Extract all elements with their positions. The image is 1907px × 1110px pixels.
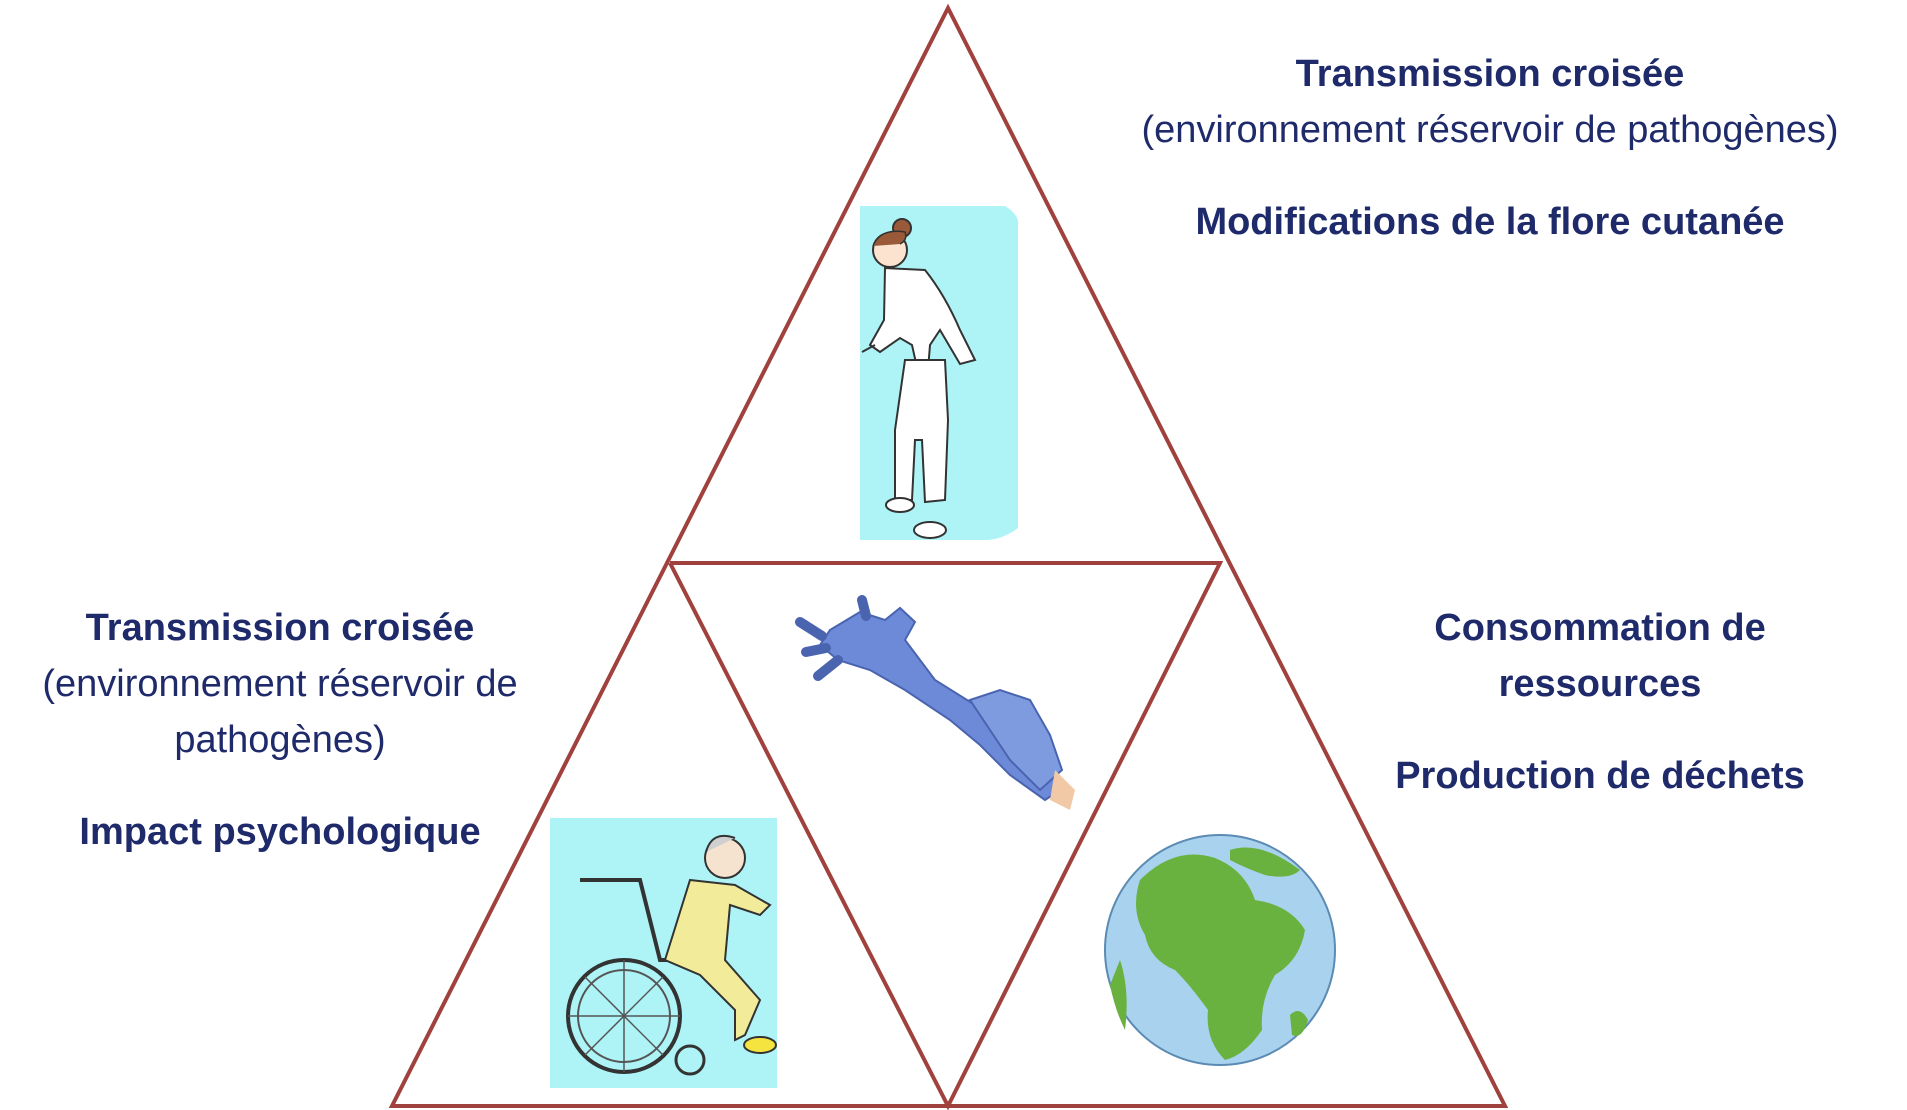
top-text-block: Transmission croisée (environnement rése… (1080, 46, 1900, 250)
triangle-frame (388, 3, 1509, 1110)
top-subtitle: (environnement réservoir de pathogènes) (1141, 109, 1839, 151)
top-title: Transmission croisée (1295, 53, 1685, 95)
inner-triangle (668, 561, 1224, 1110)
right-text-block: Consommation de ressources Production de… (1340, 600, 1860, 804)
left-subtitle-line2: pathogènes) (174, 719, 386, 761)
left-subtitle-line1: (environnement réservoir de (42, 663, 518, 705)
left-text-block: Transmission croisée (environnement rése… (0, 600, 560, 860)
right-title-line1: Consommation de (1434, 607, 1766, 649)
earth-globe-illustration (1104, 834, 1336, 1066)
nurse-illustration (860, 206, 1019, 540)
left-second: Impact psychologique (79, 811, 481, 853)
glove-illustration (795, 595, 1075, 810)
left-title: Transmission croisée (85, 607, 475, 649)
right-second: Production de déchets (1395, 755, 1805, 797)
right-title-line2: ressources (1498, 663, 1702, 705)
top-second: Modifications de la flore cutanée (1195, 201, 1785, 243)
wheelchair-patient-illustration (550, 818, 777, 1088)
